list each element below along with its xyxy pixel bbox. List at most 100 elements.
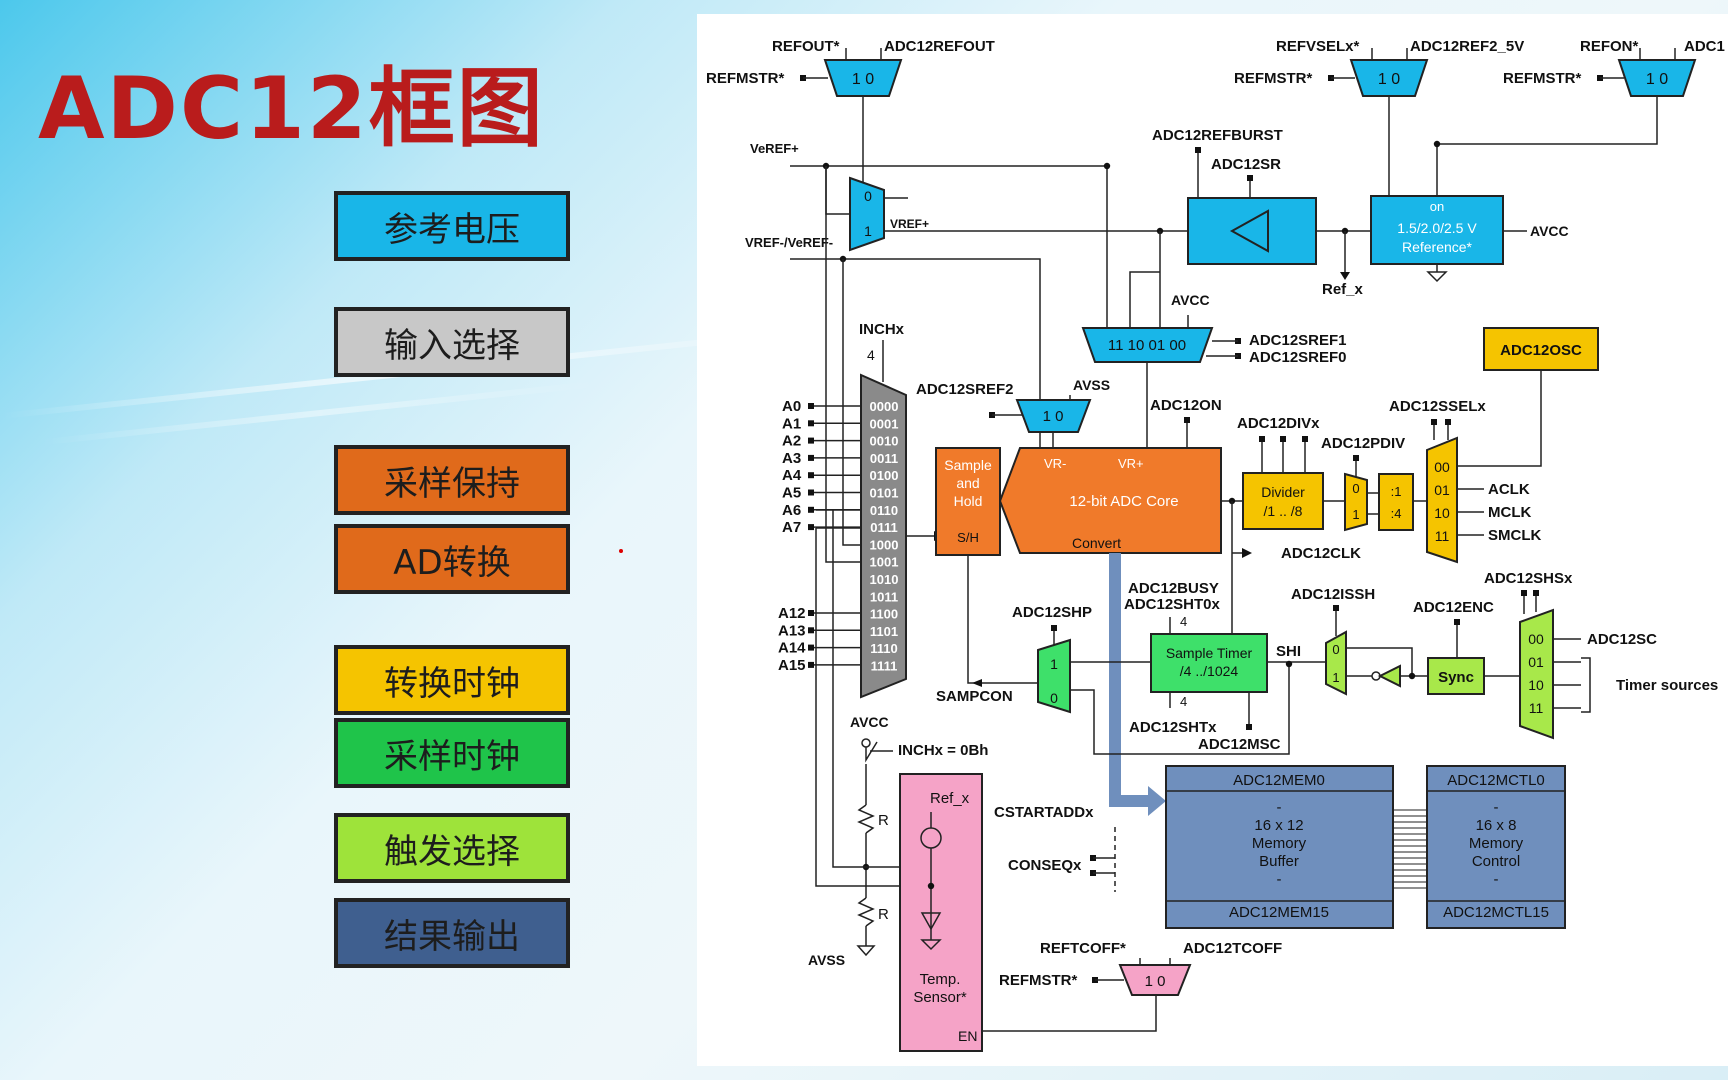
- reftcoff-label: REFTCOFF*: [1040, 940, 1126, 957]
- vr-plus: VR+: [1118, 456, 1144, 471]
- wire: [842, 259, 861, 546]
- legend-item-2[interactable]: 采样保持: [334, 445, 570, 515]
- legend-item-1[interactable]: 输入选择: [334, 307, 570, 377]
- input-A14: A14: [778, 640, 806, 657]
- shs-mux-code: 00: [1528, 631, 1544, 647]
- adc12sc-label: ADC12SC: [1587, 631, 1657, 648]
- clk-mux-code: 01: [1434, 482, 1450, 498]
- cstartaddx-label: CSTARTADDx: [994, 804, 1094, 821]
- mux-code: 1101: [870, 624, 898, 639]
- legend-label: AD转换: [393, 542, 511, 583]
- inchx-bits: 4: [867, 347, 875, 363]
- sensor-label: Temp.: [920, 971, 961, 988]
- terminal: [1051, 625, 1057, 631]
- terminal: [1521, 590, 1527, 596]
- terminal: [808, 489, 814, 496]
- resistor-2-label: R: [878, 906, 889, 923]
- adc-core-label: 12-bit ADC Core: [1069, 493, 1178, 510]
- mem-body: Buffer: [1259, 853, 1299, 870]
- terminal: [808, 524, 814, 531]
- resistor-1-label: R: [878, 812, 889, 829]
- ground-symbol: [1426, 271, 1448, 283]
- terminal: [1280, 436, 1286, 442]
- convert-label: Convert: [1072, 535, 1121, 551]
- pointer-dot: [619, 549, 623, 553]
- legend-item-7[interactable]: 结果输出: [334, 898, 570, 968]
- mem-top-label: ADC12MEM0: [1233, 772, 1325, 789]
- sensor-en: EN: [958, 1028, 977, 1044]
- sref1-label: ADC12SREF1: [1249, 332, 1347, 349]
- wire: [982, 995, 1157, 1032]
- adc12busy-label: ADC12BUSY: [1128, 580, 1219, 597]
- terminal: [1302, 436, 1308, 442]
- terminal: [1533, 590, 1539, 596]
- ref-mux-3-labels: 1 0: [1646, 71, 1668, 88]
- ctl-body: 16 x 8: [1476, 817, 1517, 834]
- sensor-refx-label: Ref_x: [930, 790, 970, 807]
- avss-ground: [856, 945, 876, 957]
- buffer-triangle: [1229, 209, 1269, 253]
- ref-mux-2-labels: 1 0: [1378, 71, 1400, 88]
- sref-mux: [1081, 327, 1214, 363]
- sref2-label: ADC12SREF2: [916, 381, 1014, 398]
- clk-mux-code: 11: [1435, 528, 1450, 544]
- avss-bottom-label: AVSS: [808, 952, 845, 968]
- legend-item-0[interactable]: 参考电压: [334, 191, 570, 261]
- mux-code: 0011: [870, 451, 898, 466]
- ref-mux-3: [1617, 59, 1697, 97]
- clk-mux-code: 00: [1434, 459, 1450, 475]
- sht-bits-2: 4: [1180, 694, 1187, 709]
- resistor-1: [857, 804, 875, 834]
- ref-mux-3-in1: REFON*: [1580, 38, 1639, 55]
- adc12ssel-label: ADC12SSELx: [1389, 398, 1486, 415]
- wire: [1436, 96, 1658, 196]
- label: 1: [864, 223, 872, 239]
- mux-code: 0010: [870, 434, 899, 449]
- input-A2: A2: [782, 433, 801, 450]
- terminal: [808, 472, 814, 479]
- wire: [825, 166, 850, 215]
- data-bus-arrow: [1109, 553, 1152, 807]
- sample-hold-text: Sample: [944, 457, 992, 473]
- junction: [1408, 672, 1416, 680]
- adc12divx-label: ADC12DIVx: [1237, 415, 1320, 432]
- ref-mux-2-in2: ADC12REF2_5V: [1410, 38, 1524, 55]
- vref-minus-label: VREF-/VeREF-: [745, 235, 833, 250]
- legend-label: 结果输出: [384, 916, 520, 957]
- legend-label: 触发选择: [384, 831, 520, 872]
- label: 1: [1352, 507, 1359, 522]
- label: 0: [864, 188, 872, 204]
- divider-block: [1242, 472, 1324, 530]
- terminal: [808, 627, 814, 634]
- wire: [1457, 369, 1542, 467]
- clk-source-MCLK: MCLK: [1488, 504, 1531, 521]
- legend-item-3[interactable]: AD转换: [334, 524, 570, 594]
- veref-plus-label: VeREF+: [750, 141, 799, 156]
- ref-mux-3-sel: REFMSTR*: [1503, 70, 1581, 87]
- terminal: [1333, 605, 1339, 611]
- vr-minus: VR-: [1044, 456, 1066, 471]
- divider-text: /1 .. /8: [1264, 503, 1303, 519]
- ref-x-arrow: [1340, 272, 1350, 280]
- divider-text: Divider: [1261, 484, 1305, 500]
- ref-x-label: Ref_x: [1322, 281, 1364, 298]
- label: 1: [1332, 670, 1339, 685]
- vref-mux: [849, 176, 885, 252]
- input-A1: A1: [782, 415, 801, 432]
- legend-item-6[interactable]: 触发选择: [334, 813, 570, 883]
- legend-label: 输入选择: [384, 325, 520, 366]
- input-A15: A15: [778, 657, 806, 674]
- avcc-sensor-terminal: [861, 738, 871, 748]
- terminal: [1431, 419, 1437, 425]
- clk-source-ACLK: ACLK: [1488, 481, 1530, 498]
- timer-sources-label: Timer sources: [1616, 677, 1718, 694]
- legend-label: 转换时钟: [384, 663, 520, 704]
- adc12osc-block: [1483, 327, 1599, 371]
- adc12enc-label: ADC12ENC: [1413, 599, 1494, 616]
- junction: [1433, 140, 1441, 148]
- pdiv-divider: [1378, 473, 1414, 531]
- terminal: [808, 420, 814, 427]
- issh-mux: [1325, 630, 1347, 696]
- legend-item-4[interactable]: 转换时钟: [334, 645, 570, 715]
- legend-item-5[interactable]: 采样时钟: [334, 718, 570, 788]
